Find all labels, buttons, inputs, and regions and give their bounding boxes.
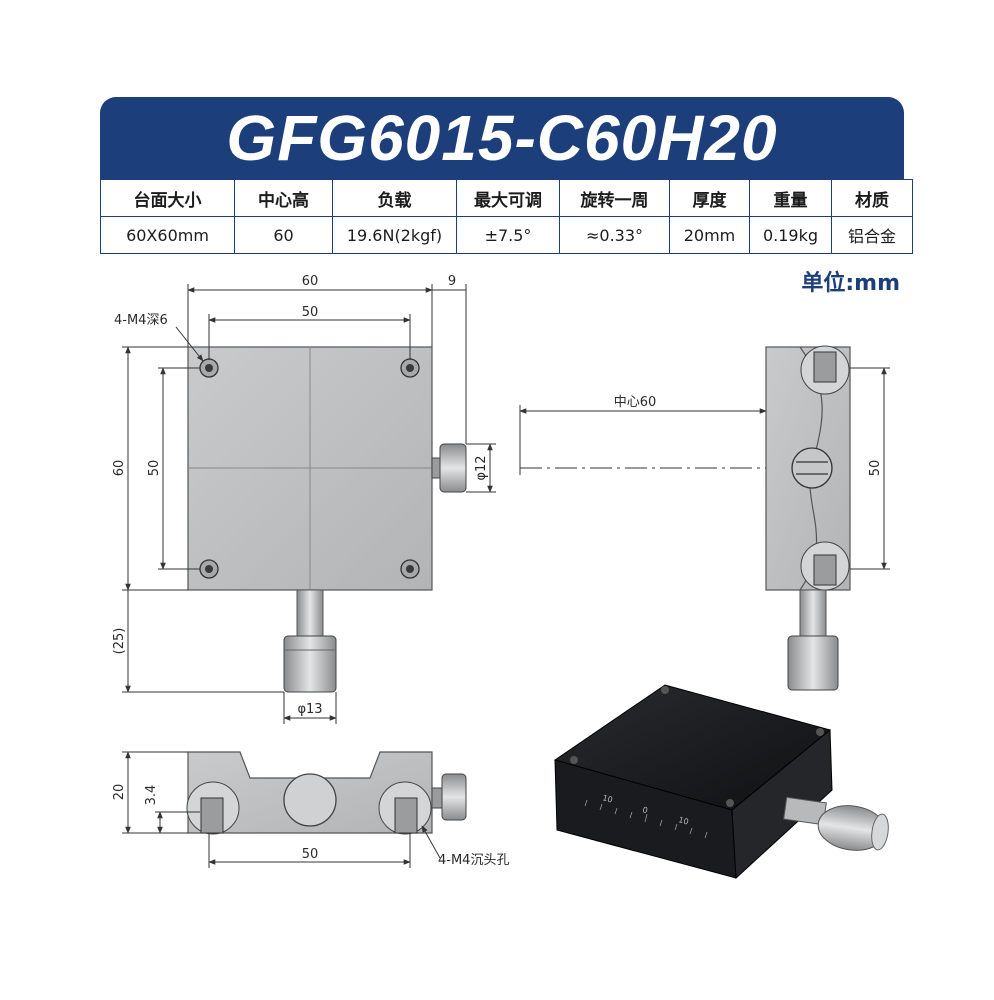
spec-value: ≈0.33° (559, 216, 670, 254)
front-view: 20 3.4 50 4-M4沉头孔 (112, 751, 509, 868)
scale-label: 10 (601, 793, 613, 804)
title-banner: GFG6015-C60H20 (100, 97, 904, 179)
dim-left-height-inner: 50 (147, 460, 162, 477)
dim-center-height: 中心60 (614, 395, 657, 410)
spec-header-row: 台面大小 中心高 负载 最大可调 旋转一周 厚度 重量 材质 (100, 179, 913, 217)
dim-knob-offset: 9 (448, 274, 456, 289)
screw-icon (791, 447, 833, 489)
side-bottom-knob-icon (787, 589, 839, 691)
spec-table: 台面大小 中心高 负载 最大可调 旋转一周 厚度 重量 材质 60X60mm 6… (100, 179, 913, 254)
mount-hole-icon (199, 358, 420, 579)
countersink-callout: 4-M4沉头孔 (438, 853, 509, 868)
spec-header: 厚度 (669, 179, 750, 217)
spec-value: 60X60mm (100, 216, 235, 254)
dim-front-step: 3.4 (144, 785, 159, 806)
spec-value: 0.19kg (749, 216, 832, 254)
photo-knob-icon (783, 796, 889, 851)
scale-label: 10 (677, 815, 689, 826)
spec-value: ±7.5° (456, 216, 560, 254)
side-hole-icon (800, 345, 850, 591)
bottom-knob-icon (283, 589, 337, 693)
dim-top-width-outer: 60 (302, 274, 319, 289)
dim-side-height: 50 (868, 460, 883, 477)
product-title: GFG6015-C60H20 (226, 102, 778, 174)
spec-value: 60 (234, 216, 333, 254)
dim-knob-diameter-bottom: φ13 (297, 702, 322, 717)
dim-front-width: 50 (302, 847, 319, 862)
unit-label: 单位:mm (801, 271, 900, 296)
front-hole-icon (186, 781, 432, 835)
spec-value-row: 60X60mm 60 19.6N(2kgf) ±7.5° ≈0.33° 20mm… (100, 216, 913, 254)
spec-value: 铝合金 (831, 216, 913, 254)
hole-callout: 4-M4深6 (114, 313, 168, 328)
side-knob-icon (431, 443, 467, 493)
product-photo: 10 0 10 (553, 684, 889, 880)
front-knob-icon (431, 773, 467, 821)
spec-header: 材质 (831, 179, 913, 217)
scale-label: 0 (641, 805, 648, 815)
dim-front-height: 20 (112, 784, 127, 801)
spec-header: 台面大小 (100, 179, 235, 217)
dim-top-width-inner: 50 (302, 305, 319, 320)
top-view: 60 50 9 4-M4深6 60 50 (25) φ12 φ13 (112, 274, 496, 724)
scale-marks (584, 799, 708, 839)
dim-knob-extension: (25) (112, 628, 127, 655)
spec-header: 重量 (749, 179, 832, 217)
dim-left-height-outer: 60 (112, 460, 127, 477)
spec-header: 负载 (332, 179, 457, 217)
dim-knob-diameter-side: φ12 (474, 455, 489, 480)
product-side-face (731, 728, 833, 880)
side-view: 中心60 50 (519, 345, 890, 691)
spec-value: 19.6N(2kgf) (332, 216, 457, 254)
spec-value: 20mm (669, 216, 750, 254)
